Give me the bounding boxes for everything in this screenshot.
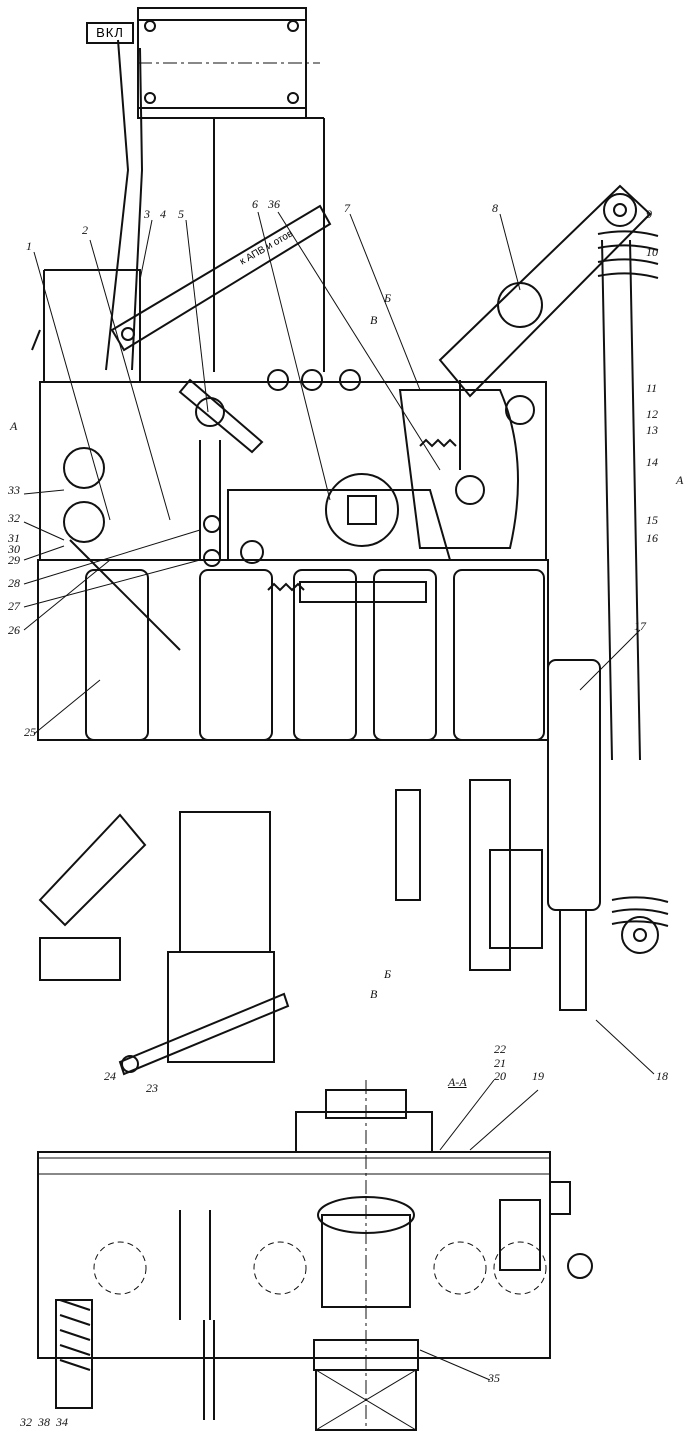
callout-2: 2 (82, 223, 88, 237)
section-mark-a-right: А (676, 473, 684, 487)
callout-13: 13 (646, 423, 658, 437)
section-a-a (37, 1080, 593, 1431)
callout-12: 12 (646, 407, 658, 421)
callout-6: 6 (252, 197, 258, 211)
callout-26: 26 (8, 623, 20, 637)
callout-21: 21 (494, 1056, 506, 1070)
coil-row (85, 569, 545, 741)
callout-bottom-38: 38 (38, 1415, 50, 1429)
section-mark-v-top: В (370, 313, 378, 327)
callout-4: 4 (160, 207, 166, 221)
callout-27: 27 (8, 599, 20, 613)
section-mark-b-top: Б (384, 291, 392, 305)
callout-31: 31 (8, 531, 20, 545)
section-mark-a-left: А (10, 419, 18, 433)
callout-28: 28 (8, 576, 20, 590)
callout-7: 7 (344, 201, 350, 215)
callout-18: 18 (656, 1069, 668, 1083)
callout-1: 1 (26, 239, 32, 253)
callout-16: 16 (646, 531, 658, 545)
callout-9: 9 (646, 207, 652, 221)
callout-bottom-34: 34 (56, 1415, 68, 1429)
callout-8: 8 (492, 201, 498, 215)
callout-5: 5 (178, 207, 184, 221)
callout-20: 20 (494, 1069, 506, 1083)
on-plate: ВКЛ (86, 22, 134, 44)
callout-10: 10 (646, 245, 658, 259)
section-mark-b-bottom: Б (384, 967, 392, 981)
callout-bottom-35: 35 (488, 1371, 500, 1385)
callout-19: 19 (532, 1069, 544, 1083)
section-label: А-А (448, 1075, 467, 1089)
callout-29: 29 (8, 553, 20, 567)
callout-36: 36 (268, 197, 280, 211)
callout-14: 14 (646, 455, 658, 469)
callout-24: 24 (104, 1069, 116, 1083)
callout-22: 22 (494, 1042, 506, 1056)
callout-3: 3 (144, 207, 150, 221)
callout-17: 17 (634, 619, 646, 633)
callout-32: 32 (8, 511, 20, 525)
callout-bottom-32: 32 (20, 1415, 32, 1429)
callout-33: 33 (8, 483, 20, 497)
callout-23: 23 (146, 1081, 158, 1095)
callout-15: 15 (646, 513, 658, 527)
callout-11: 11 (646, 381, 658, 395)
callout-25: 25 (24, 725, 36, 739)
section-mark-v-bottom: В (370, 987, 378, 1001)
callout-30: 30 (8, 542, 20, 556)
closing-coil-block (137, 7, 325, 372)
